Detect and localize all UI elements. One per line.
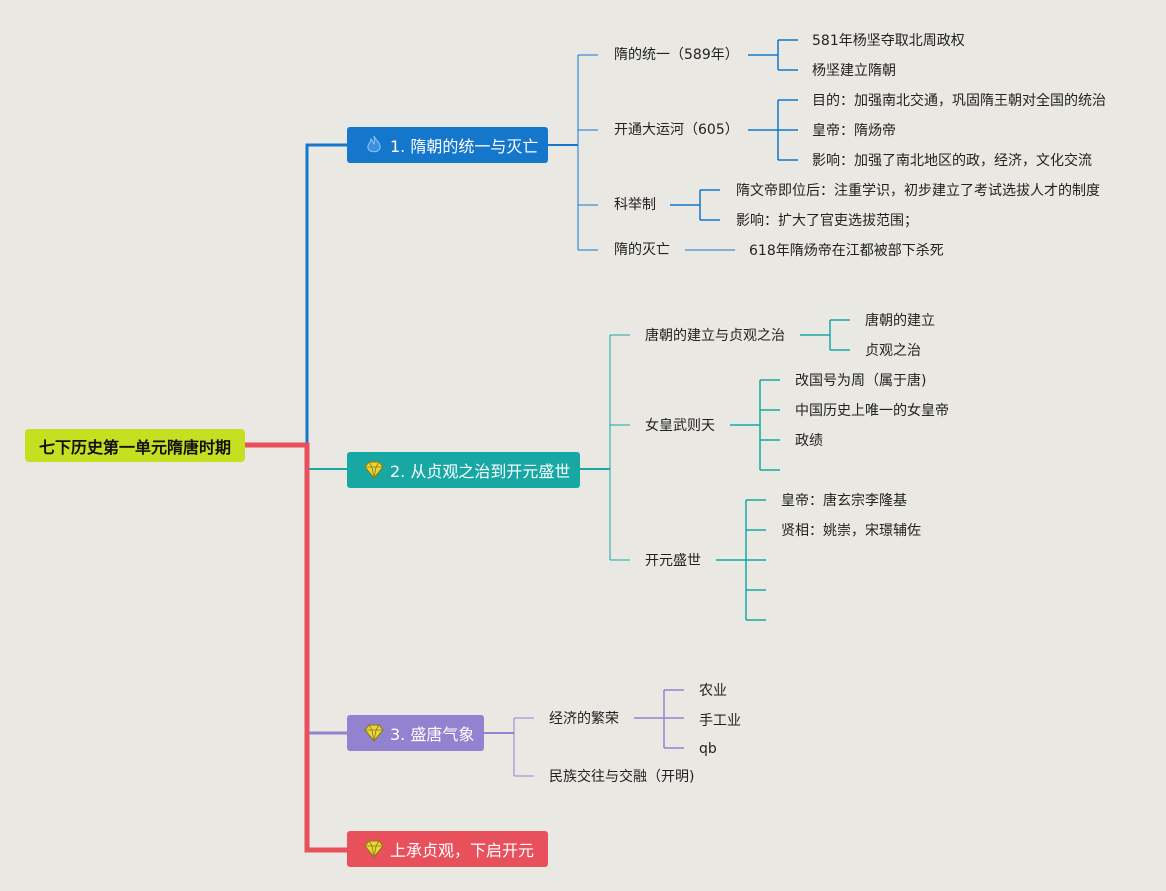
topic-kaiyuan[interactable]: 开元盛世 bbox=[645, 553, 701, 569]
leaf[interactable]: 影响：加强了南北地区的政，经济，文化交流 bbox=[812, 153, 1092, 169]
leaf[interactable]: 手工业 bbox=[699, 713, 741, 729]
diamond-icon bbox=[364, 722, 386, 744]
leaf[interactable]: 政绩 bbox=[795, 433, 823, 449]
topic-ethnic-exchange[interactable]: 民族交往与交融（开明) bbox=[549, 769, 695, 785]
branch-label: 2. 从贞观之治到开元盛世 bbox=[390, 462, 571, 481]
leaf[interactable]: 影响：扩大了官吏选拔范围； bbox=[736, 213, 918, 229]
root-topic[interactable]: 七下历史第一单元隋唐时期 bbox=[25, 429, 245, 462]
leaf[interactable]: 皇帝：隋炀帝 bbox=[812, 123, 896, 139]
topic-economy[interactable]: 经济的繁荣 bbox=[549, 711, 619, 727]
leaf[interactable]: 皇帝：唐玄宗李隆基 bbox=[781, 493, 907, 509]
branch-high-tang[interactable]: 3. 盛唐气象 bbox=[347, 715, 484, 751]
branch-sui-dynasty[interactable]: 1. 隋朝的统一与灭亡 bbox=[347, 127, 548, 163]
topic-imperial-exam[interactable]: 科举制 bbox=[614, 197, 656, 213]
branch-label: 3. 盛唐气象 bbox=[390, 725, 475, 744]
leaf[interactable]: 贤相：姚崇，宋璟辅佐 bbox=[781, 523, 921, 539]
leaf[interactable]: 改国号为周（属于唐) bbox=[795, 373, 927, 389]
topic-wu-zetian[interactable]: 女皇武则天 bbox=[645, 418, 715, 434]
diamond-icon bbox=[364, 459, 386, 481]
leaf[interactable]: 618年隋炀帝在江都被部下杀死 bbox=[749, 243, 944, 259]
branch-summary[interactable]: 上承贞观，下启开元 bbox=[347, 831, 548, 867]
branch-label: 1. 隋朝的统一与灭亡 bbox=[390, 137, 539, 156]
topic-sui-unification[interactable]: 隋的统一（589年） bbox=[614, 47, 739, 63]
topic-tang-founding[interactable]: 唐朝的建立与贞观之治 bbox=[645, 328, 785, 344]
leaf[interactable]: 农业 bbox=[699, 683, 727, 699]
leaf[interactable]: 杨坚建立隋朝 bbox=[812, 63, 896, 79]
diamond-icon bbox=[364, 838, 386, 860]
leaf[interactable]: 隋文帝即位后：注重学识，初步建立了考试选拔人才的制度 bbox=[736, 183, 1100, 199]
leaf[interactable]: 中国历史上唯一的女皇帝 bbox=[795, 403, 949, 419]
topic-sui-fall[interactable]: 隋的灭亡 bbox=[614, 242, 670, 258]
flame-icon bbox=[364, 134, 386, 156]
leaf[interactable]: qb bbox=[699, 741, 717, 757]
branch-label: 上承贞观，下启开元 bbox=[390, 841, 535, 860]
topic-grand-canal[interactable]: 开通大运河（605） bbox=[614, 122, 739, 138]
branch-zhenguan-kaiyuan[interactable]: 2. 从贞观之治到开元盛世 bbox=[347, 452, 580, 488]
leaf[interactable]: 唐朝的建立 bbox=[865, 313, 935, 329]
leaf[interactable]: 581年杨坚夺取北周政权 bbox=[812, 33, 965, 49]
leaf[interactable]: 贞观之治 bbox=[865, 343, 921, 359]
leaf[interactable]: 目的：加强南北交通，巩固隋王朝对全国的统治 bbox=[812, 93, 1106, 109]
